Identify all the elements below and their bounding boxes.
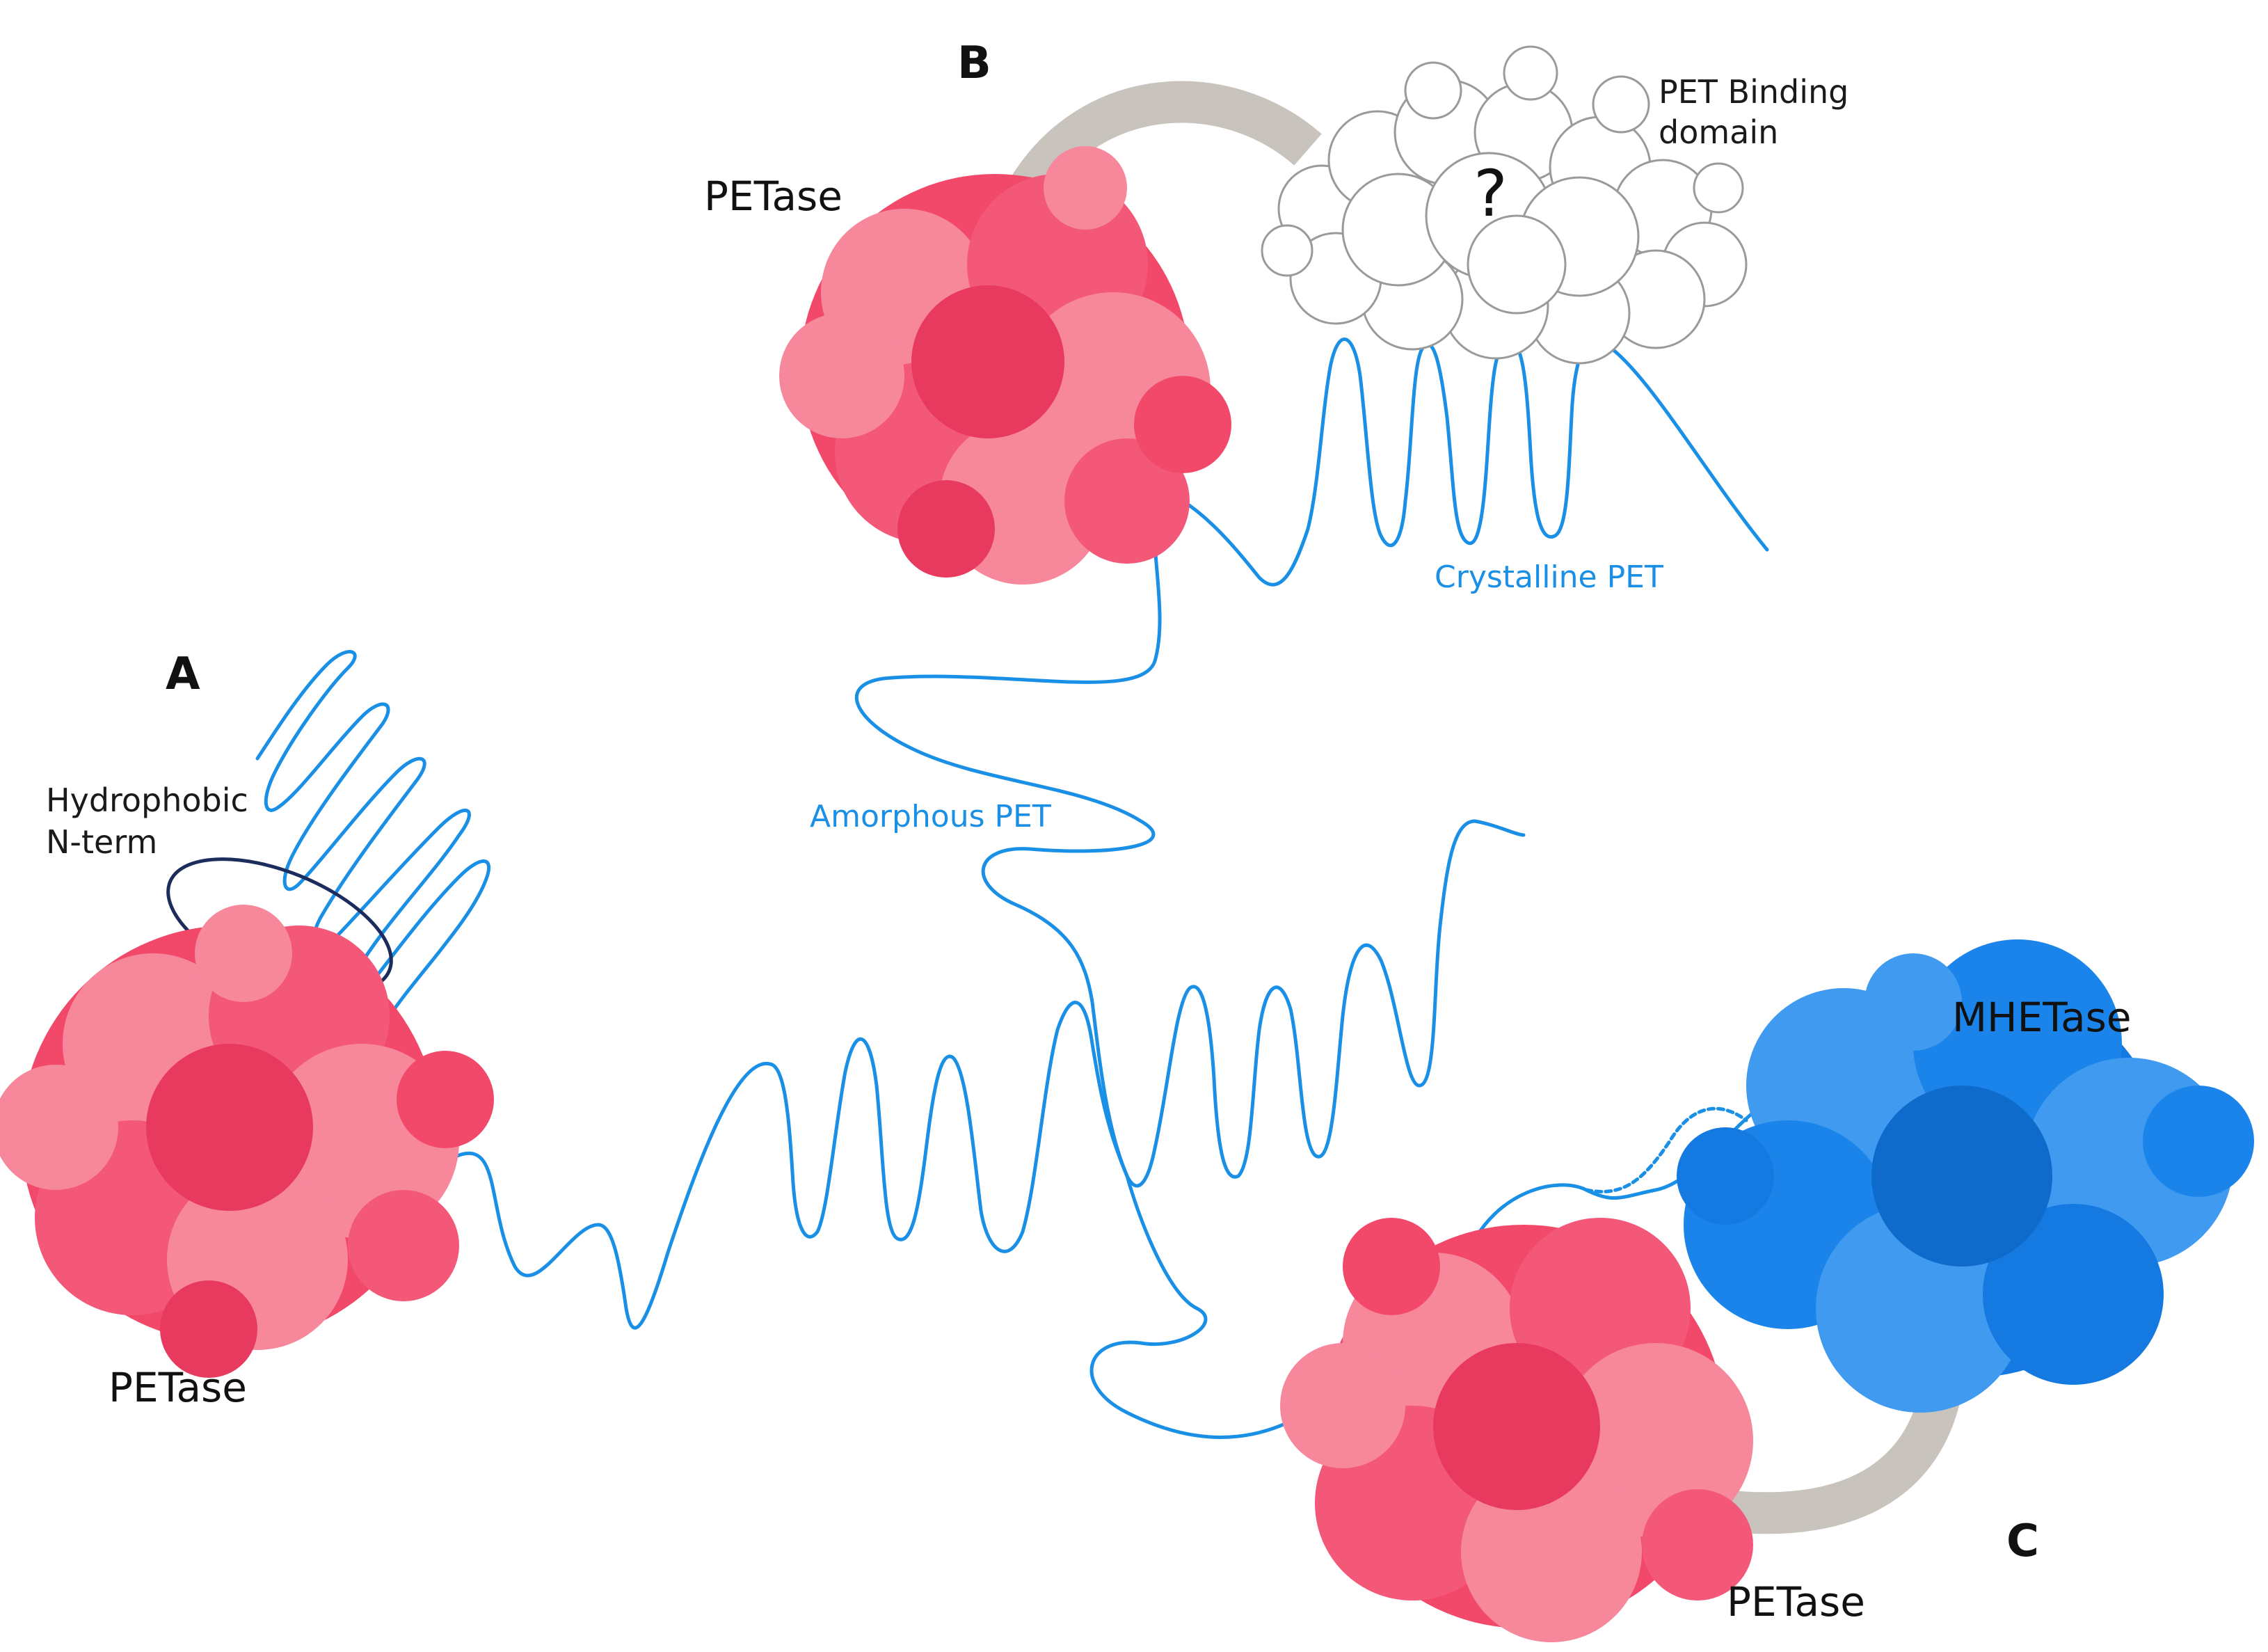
mhetase-protein: [1677, 939, 2254, 1413]
amorphous-pet-chain: [854, 485, 1526, 1188]
amorphous-pet-label: Amorphous PET: [810, 799, 1051, 834]
panel-letter-c: C: [2006, 1516, 2039, 1567]
panel-letter-a: A: [166, 649, 200, 700]
linker-arm-b: [1004, 81, 1322, 209]
petase-c-label: PETase: [1727, 1578, 1865, 1626]
panel-letter-b: B: [957, 38, 991, 89]
mhetase-label: MHETase: [1952, 994, 2132, 1041]
petase-b-label: PETase: [704, 173, 842, 220]
nterm-label-line1: Hydrophobic: [46, 781, 248, 819]
binding-domain-label-line2: domain: [1659, 113, 1778, 151]
crystalline-pet-label: Crystalline PET: [1435, 559, 1663, 595]
pet-binding-domain: [1261, 45, 1748, 365]
nterm-label-line2: N-term: [46, 823, 157, 861]
crystalline-pet-chain: [1153, 337, 1769, 587]
petase-a-label: PETase: [109, 1364, 247, 1411]
petase-b-protein: [779, 146, 1231, 585]
unknown-structure-mark: ?: [1474, 157, 1508, 231]
panel-a-pet-chain: [388, 1001, 1129, 1330]
binding-domain-label-line1: PET Binding: [1659, 73, 1848, 111]
linker-arm-c: [1716, 1387, 1962, 1534]
panel-a-coil-chain: [255, 650, 491, 1143]
petase-c-protein: [1280, 1218, 1753, 1642]
mhetase-tether-chain: [1584, 1106, 1748, 1193]
petase-a-protein: [0, 905, 494, 1378]
